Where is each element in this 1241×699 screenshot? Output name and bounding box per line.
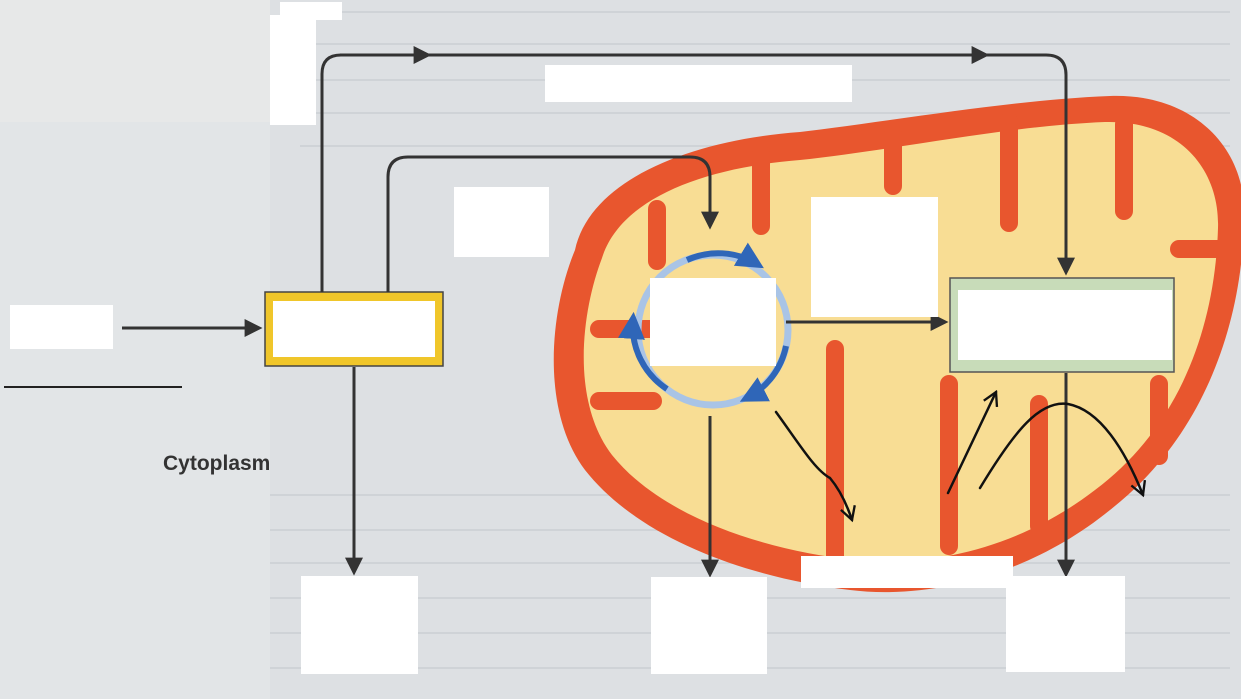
krebs-cycle-label-blank <box>650 278 776 366</box>
label-blank <box>651 577 767 674</box>
label-blank <box>545 65 852 102</box>
label-blank <box>811 197 938 317</box>
hand-drawn-arrow <box>774 410 856 523</box>
krebs-cycle <box>618 242 792 409</box>
electron-transport-label-blank <box>958 290 1172 360</box>
cycle-arrow-icon <box>685 242 764 269</box>
label-blank <box>801 556 1013 588</box>
label-blank <box>1006 576 1125 672</box>
label-blank <box>454 187 549 257</box>
hand-drawn-arrow <box>946 389 999 495</box>
cycle-arrow-icon <box>739 345 789 402</box>
glycolysis-label-blank <box>273 301 435 357</box>
mitochondrion-matrix <box>583 121 1219 562</box>
cycle-arrow-icon <box>618 311 669 392</box>
blank-label-boxes <box>10 2 1125 674</box>
cristae <box>590 112 1240 565</box>
top-flow-arrow <box>320 53 1075 292</box>
cytoplasm-label: Cytoplasm <box>163 452 271 475</box>
hand-drawn-arrows <box>774 389 1147 523</box>
label-blank <box>270 15 316 125</box>
second-flow-arrow <box>386 155 719 292</box>
connector-arrows <box>122 46 1075 578</box>
label-blank <box>10 305 113 349</box>
hand-drawn-arrow <box>978 402 1147 498</box>
label-blank <box>301 576 418 674</box>
label-blank <box>280 2 342 20</box>
mitochondrion <box>553 95 1241 593</box>
